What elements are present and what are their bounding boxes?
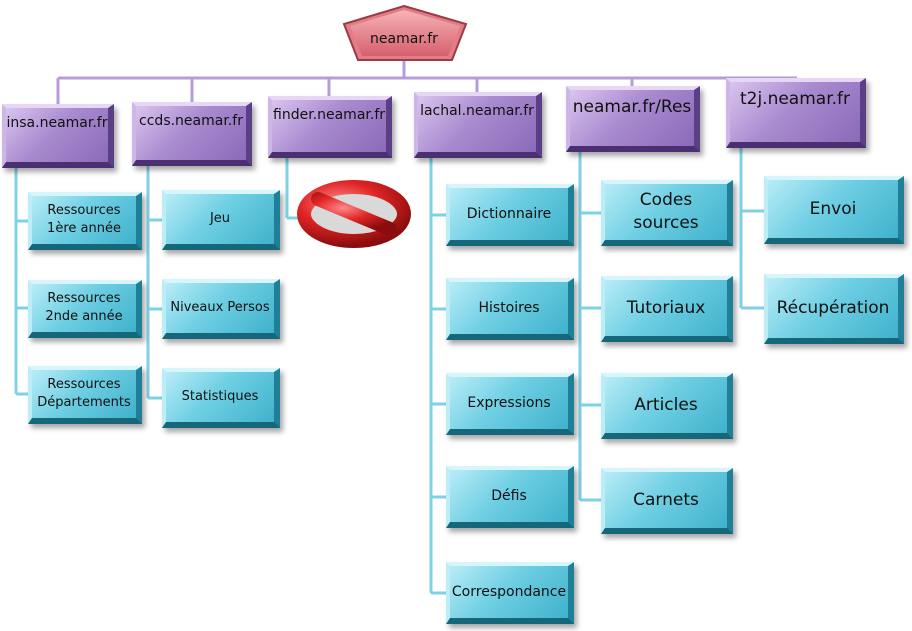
page-node-label: Histoires [478, 299, 540, 316]
page-node-label-line1: Ressources [47, 203, 121, 219]
page-node-label: Récupération [776, 297, 890, 318]
page-node-dictionnaire[interactable]: Dictionnaire [446, 184, 574, 246]
site-node-label: finder.neamar.fr [273, 107, 385, 123]
page-node-codes-sources[interactable]: Codes sources [601, 180, 733, 246]
page-node-articles[interactable]: Articles [601, 373, 733, 439]
page-node-label-line2: 1ère année [47, 221, 121, 236]
site-node-label: ccds.neamar.fr [139, 113, 243, 129]
page-node-label: Statistiques [181, 389, 259, 405]
site-node-finder[interactable]: finder.neamar.fr [268, 96, 392, 158]
site-node-lachal[interactable]: lachal.neamar.fr [414, 92, 542, 158]
site-node-label: t2j.neamar.fr [739, 89, 851, 109]
site-node-res[interactable]: neamar.fr/Res [566, 86, 700, 152]
page-node-ressources-departements[interactable]: Ressources Départements [28, 366, 142, 424]
page-node-label: Expressions [467, 394, 551, 411]
page-node-tutoriaux[interactable]: Tutoriaux [601, 276, 733, 342]
site-node-t2j[interactable]: t2j.neamar.fr [726, 78, 866, 148]
page-node-label-line2: 2nde année [45, 309, 123, 324]
site-node-label: neamar.fr/Res [572, 97, 692, 117]
page-node-envoi[interactable]: Envoi [764, 176, 904, 244]
page-node-label-line2: Départements [37, 395, 131, 410]
page-node-label: Dictionnaire [466, 205, 552, 222]
page-node-label-line1: Ressources [47, 291, 121, 307]
page-node-carnets[interactable]: Carnets [601, 468, 733, 534]
site-node-insa[interactable]: insa.neamar.fr [2, 104, 114, 168]
page-node-label: Correspondance [451, 583, 567, 600]
page-node-ressources-1ere[interactable]: Ressources 1ère année [28, 192, 142, 250]
page-node-label: Carnets [633, 489, 699, 510]
page-node-statistiques[interactable]: Statistiques [162, 368, 280, 428]
page-node-label: Jeu [209, 211, 231, 227]
page-node-correspondance[interactable]: Correspondance [446, 562, 574, 624]
page-node-label: Articles [634, 394, 698, 415]
page-node-expressions[interactable]: Expressions [446, 373, 574, 435]
page-node-label: Codes sources [633, 190, 699, 233]
site-node-label: lachal.neamar.fr [420, 103, 534, 119]
page-node-ressources-2nde[interactable]: Ressources 2nde année [28, 280, 142, 338]
site-node-label: insa.neamar.fr [6, 115, 108, 131]
root-node-label: neamar.fr [370, 30, 438, 47]
page-node-niveaux-persos[interactable]: Niveaux Persos [162, 279, 280, 339]
page-node-defis[interactable]: Défis [446, 466, 574, 528]
root-node[interactable]: neamar.fr [352, 24, 456, 54]
site-node-ccds[interactable]: ccds.neamar.fr [132, 102, 252, 166]
page-node-recuperation[interactable]: Récupération [764, 274, 904, 344]
page-node-label-line1: Ressources [47, 377, 121, 393]
page-node-label: Tutoriaux [626, 297, 706, 318]
page-node-label: Envoi [809, 198, 857, 219]
forbidden-sign-icon [297, 180, 411, 248]
root-node-shape [342, 4, 468, 61]
page-node-label: Niveaux Persos [170, 300, 270, 316]
page-node-histoires[interactable]: Histoires [446, 278, 574, 340]
page-node-jeu[interactable]: Jeu [162, 190, 280, 250]
page-node-label: Défis [491, 487, 527, 504]
